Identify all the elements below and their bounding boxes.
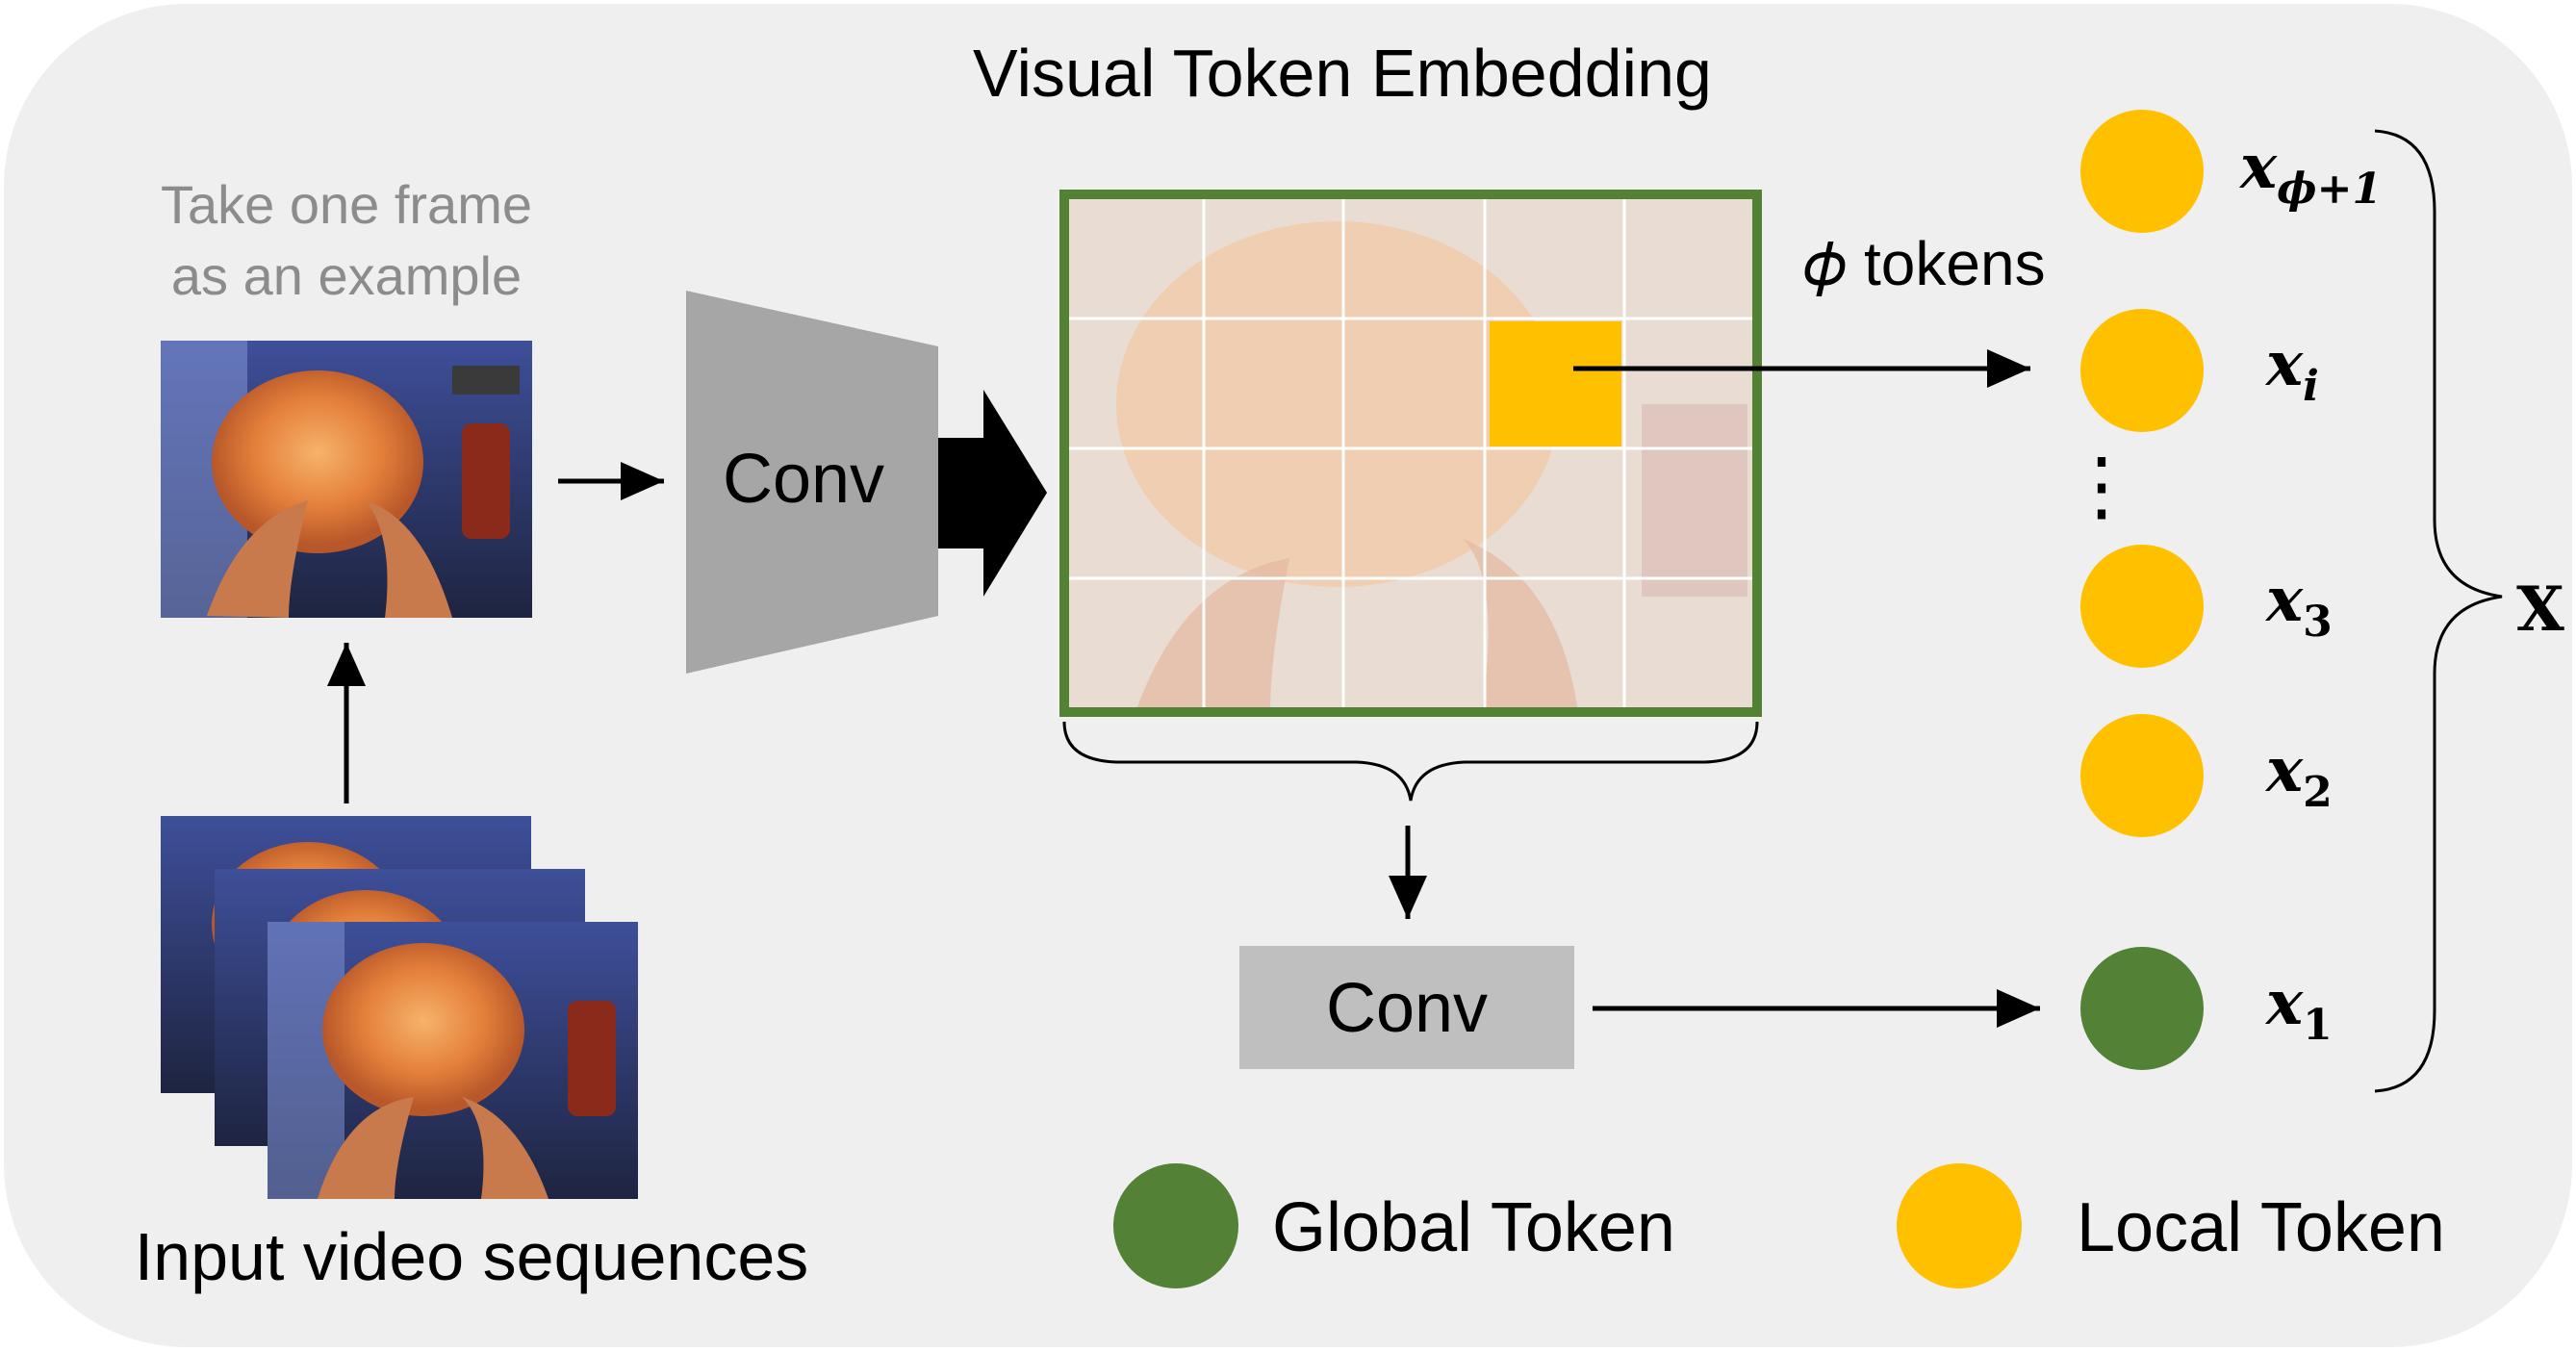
big-arrow-to-grid bbox=[938, 390, 1047, 597]
token-label-phi-plus-1: xϕ+1 bbox=[2238, 131, 2382, 214]
legend: Global Token Local Token bbox=[1113, 1163, 2445, 1288]
frame-caption-line1: Take one frame bbox=[161, 174, 532, 235]
global-token-1 bbox=[2080, 947, 2204, 1070]
legend-local-label: Local Token bbox=[2077, 1189, 2445, 1266]
conv-main-label: Conv bbox=[723, 441, 884, 518]
local-token-2 bbox=[2080, 714, 2204, 837]
token-column bbox=[2080, 110, 2204, 1070]
conv-global-label: Conv bbox=[1326, 970, 1488, 1047]
input-video-stack bbox=[161, 816, 638, 1199]
diagram-title: Visual Token Embedding bbox=[973, 36, 1712, 111]
video-frame-front bbox=[268, 922, 638, 1199]
local-token-i bbox=[2080, 309, 2204, 432]
local-token-phi-plus-1 bbox=[2080, 110, 2204, 233]
grid-brace bbox=[1062, 721, 1759, 802]
vertical-ellipsis: ⋮ bbox=[2063, 443, 2140, 528]
conv-encoder-shape bbox=[686, 291, 938, 674]
input-caption: Input video sequences bbox=[135, 1219, 809, 1294]
legend-global-swatch bbox=[1113, 1163, 1238, 1288]
token-set-label: X bbox=[2516, 574, 2564, 646]
token-label-2: x2 bbox=[2264, 734, 2333, 817]
legend-global-label: Global Token bbox=[1272, 1189, 1675, 1266]
token-label-3: x3 bbox=[2264, 564, 2333, 647]
phi-tokens-label: 𝜙 tokens bbox=[1803, 229, 2045, 298]
feature-map-grid bbox=[1059, 190, 1762, 717]
highlighted-patch bbox=[1490, 321, 1621, 446]
token-labels: xϕ+1 xi x3 x2 x1 bbox=[2238, 131, 2382, 1050]
token-set-brace bbox=[2374, 129, 2503, 1093]
legend-local-swatch bbox=[1897, 1163, 2022, 1288]
token-label-1: x1 bbox=[2264, 967, 2333, 1050]
local-token-3 bbox=[2080, 545, 2204, 668]
frame-caption-line2: as an example bbox=[171, 245, 522, 306]
conv-global-box bbox=[1239, 946, 1574, 1069]
example-frame-image bbox=[161, 341, 532, 618]
token-label-i: xi bbox=[2264, 328, 2319, 411]
